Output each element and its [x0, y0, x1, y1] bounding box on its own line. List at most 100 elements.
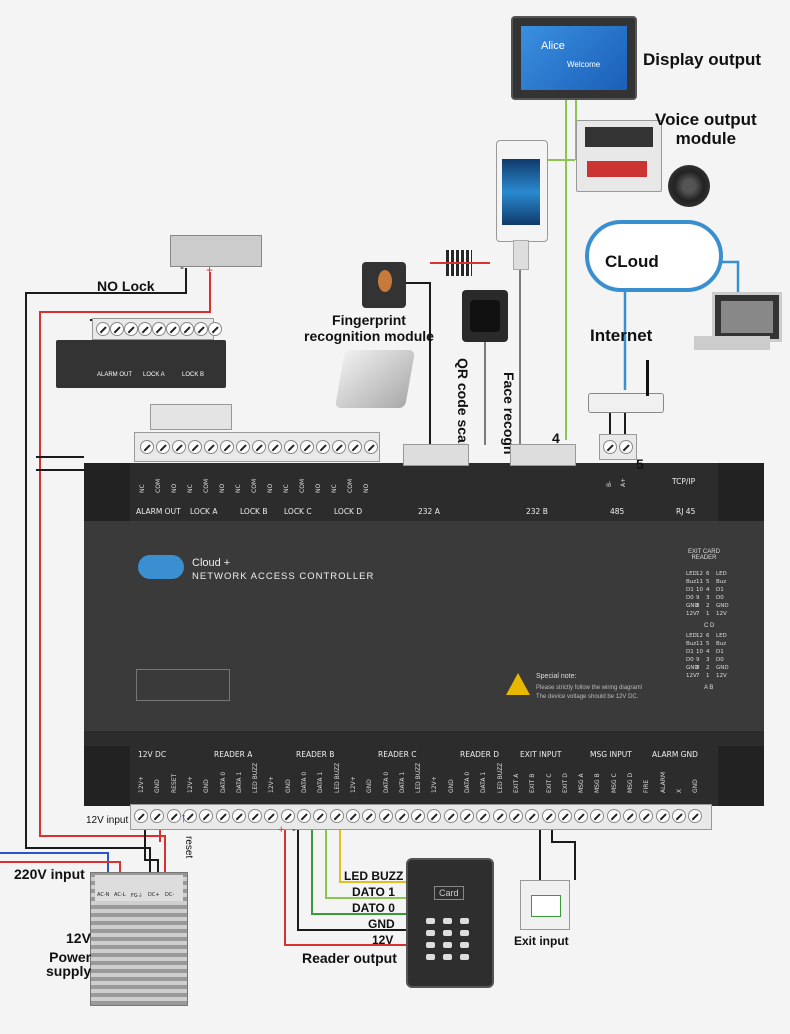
pin-cell: 7 [696, 673, 700, 679]
pin-group-cd: C D [704, 623, 715, 629]
bottom-terminal-label: EXIT A [512, 773, 520, 793]
hdr-reader-c: READER C [378, 750, 417, 759]
terminal-screw [140, 440, 154, 454]
bottom-terminal-label: LED BUZZ [415, 762, 423, 793]
pin-cell: D0 [686, 657, 694, 663]
terminal-screw [541, 809, 556, 823]
bottom-terminal-label: DATA 0 [464, 771, 471, 793]
exit-button-device [520, 880, 570, 930]
keypad-key [443, 942, 452, 948]
input-220v-label: 220V input [14, 866, 85, 882]
pin-cell: 10 [696, 649, 703, 655]
voice-module [576, 120, 662, 192]
rs232-b-connector [510, 444, 576, 466]
hdr-msg-input: MSG INPUT [590, 750, 632, 759]
pin-cell: 11 [696, 579, 703, 585]
terminal-screw [525, 809, 540, 823]
wire-label-gnd: GND [368, 917, 395, 931]
cloud-label: CLoud [605, 252, 659, 271]
top-terminal-label: COM [347, 478, 354, 493]
reset-label: reset [183, 836, 194, 859]
pin-cell: GND [686, 603, 699, 609]
bottom-terminal-label: DATA 1 [398, 771, 406, 793]
bottom-terminal-label: GND [284, 779, 292, 793]
card-reader-small [334, 350, 416, 408]
pin-cell: Buz [686, 641, 697, 647]
qr-scan-label: QR code scan [455, 358, 471, 452]
reader-output-label: Reader output [302, 950, 397, 966]
term-485-a: A+ [620, 477, 627, 487]
bottom-terminal-label: 12V+ [186, 776, 194, 793]
pin-cell: D1 [716, 587, 724, 593]
terminal-screw [688, 809, 703, 823]
hdr-reader-a: READER A [214, 750, 253, 759]
bottom-terminal-label: GND [692, 779, 700, 793]
pin-cell: 3 [706, 595, 710, 601]
keypad-key [460, 918, 469, 924]
bottom-terminal-label: MSG C [610, 773, 618, 793]
terminal-screw [110, 322, 124, 336]
pin-cell: 11 [696, 641, 703, 647]
hdr-485: 485 [610, 507, 625, 516]
pin-cell: 6 [706, 571, 710, 577]
pin-cell: 3 [706, 657, 710, 663]
display-panel: Alice Welcome [521, 26, 627, 90]
pin-cell: LED [716, 571, 727, 577]
pin-cell: 2 [706, 665, 710, 671]
bottom-terminal-label: 12V+ [138, 776, 145, 793]
bottom-terminal-label: 12V+ [349, 776, 357, 793]
pin-cell: 8 [696, 665, 700, 671]
terminal-screw [574, 809, 589, 823]
hdr-lock-b: LOCK B [240, 507, 268, 516]
wire-label-12v: 12V [372, 933, 394, 947]
terminal-screw [603, 440, 617, 454]
face-recognition-terminal [496, 140, 548, 242]
pin-cell: GND [686, 665, 699, 671]
terminal-screw [623, 809, 637, 823]
pin-cell: 12 [696, 571, 703, 577]
top-terminal-label: NC [331, 484, 338, 493]
hdr-rj45: RJ 45 [676, 507, 696, 516]
bottom-terminal-label: DATA 0 [301, 771, 308, 793]
top-terminal-label: NO [267, 483, 274, 493]
pin-cell: Buz [686, 579, 697, 585]
terminal-screw [476, 809, 491, 823]
number-5-label: 5 [636, 456, 644, 472]
top-terminal-label: NO [219, 483, 226, 493]
pin-cell: 12 [696, 633, 703, 639]
power-supply-label: Power supply [46, 949, 92, 979]
internet-label: Internet [590, 326, 653, 345]
pin-cell: 1 [706, 611, 710, 617]
terminal-screw [606, 809, 621, 823]
keypad-key [426, 942, 435, 948]
pin-cell: D1 [686, 649, 694, 655]
pin-cell: 5 [706, 641, 710, 647]
terminal-screw [252, 440, 266, 454]
terminal-screw [172, 440, 186, 454]
special-note-title: Special note: [536, 673, 577, 680]
wire-reader-yellow [339, 822, 408, 883]
terminal-screw [166, 809, 181, 823]
terminal-screw [194, 322, 208, 336]
top-terminal-label: NC [187, 484, 194, 493]
power-supply-12v-label: 12V [66, 930, 91, 946]
rs232-a-connector [403, 444, 469, 466]
wire-label-dato1: DATO 1 [352, 885, 395, 899]
bottom-terminal-label: LED BUZZ [496, 762, 504, 793]
bottom-terminal-label: GND [154, 779, 162, 793]
wire-label-led-buzz: LED BUZZ [344, 869, 404, 883]
special-note-line1: Please strictly follow the wiring diagra… [536, 685, 643, 691]
fingerprint-scanner [362, 262, 406, 308]
terminal-screw [199, 809, 214, 823]
terminal-screw [166, 322, 180, 336]
pin-cell: 7 [696, 611, 700, 617]
pin-cell: Buz [716, 579, 727, 585]
fingerprint-icon [378, 270, 392, 292]
network-access-controller: Cloud + NETWORK ACCESS CONTROLLER Specia… [84, 463, 764, 806]
bottom-terminal-label: MSG A [578, 773, 586, 793]
computer-icon [712, 292, 782, 342]
terminal-screw [124, 322, 138, 336]
wire-12v-black-2 [144, 815, 159, 875]
terminal-screw [411, 809, 426, 823]
computer-base [694, 336, 770, 350]
